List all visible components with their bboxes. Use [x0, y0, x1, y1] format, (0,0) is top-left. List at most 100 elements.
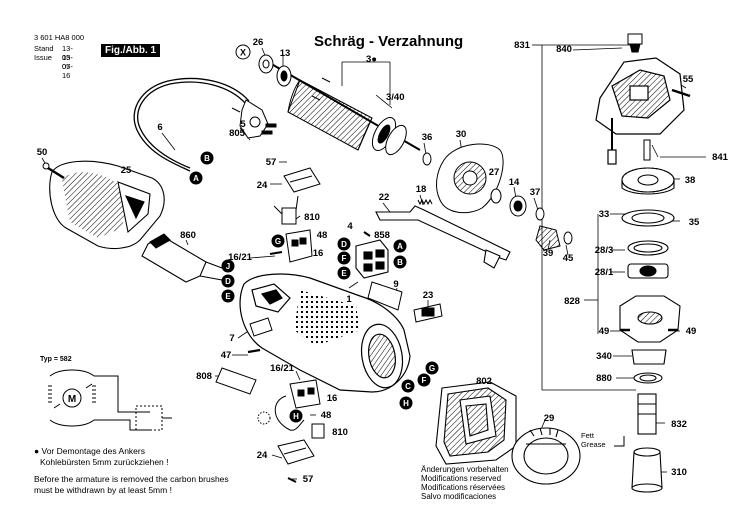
issue-date: 13-05-16: [62, 53, 73, 80]
marker-b: B: [393, 255, 407, 269]
marker-letter: F: [342, 254, 347, 263]
marker-letter: A: [397, 242, 403, 251]
field-coil-802: [435, 381, 517, 465]
grease-note-de: Fett: [581, 431, 594, 440]
marker-letter: H: [403, 399, 409, 408]
part-label-810b: 810: [332, 427, 348, 438]
part-label-4: 4: [347, 221, 353, 232]
part-label-33: 33: [599, 209, 610, 220]
guard-clamp-29: [511, 427, 581, 485]
marker-g: G: [271, 234, 285, 248]
marker-d: D: [221, 274, 235, 288]
spindle-832: [637, 393, 657, 435]
pinion-39: [535, 225, 561, 251]
marker-circle: [399, 396, 413, 410]
part-label-880: 880: [596, 373, 612, 384]
flange-33: [621, 209, 675, 227]
part-label-858: 858: [374, 230, 390, 241]
note-line: must be withdrawn by at least 5mm !: [34, 485, 172, 495]
part-label-340: 340: [596, 351, 612, 362]
grease-symbol: [614, 436, 625, 447]
ring-340: [631, 349, 667, 365]
motor-housing: [239, 273, 411, 393]
change-line: Salvo modificaciones: [421, 492, 497, 501]
marker-letter: G: [275, 237, 281, 246]
part-label-57b: 57: [303, 474, 314, 485]
marker-letter: C: [405, 382, 411, 391]
spring-18: [417, 198, 433, 206]
bearing-13: [276, 65, 292, 87]
bearing-27: [490, 188, 502, 204]
marker-circle: [221, 274, 235, 288]
screw-50: [42, 162, 65, 180]
part-label-16_21b: 16/21: [270, 363, 294, 374]
part-label-55: 55: [683, 74, 694, 85]
bearing-flange-828: [619, 295, 681, 343]
part-label-16b: 16: [327, 393, 338, 404]
brush-holder-lower: [274, 379, 325, 483]
stand-label: Stand: [34, 44, 54, 53]
grease-note-en: Grease: [581, 440, 606, 449]
cover-strip-9: [367, 281, 403, 311]
part-label-14: 14: [509, 177, 520, 188]
marker-circle: [289, 409, 303, 423]
header-part-number: 3 601 HA8 000: [34, 33, 85, 42]
marker-circle: [200, 151, 214, 165]
marker-letter: B: [397, 258, 403, 267]
part-label-840: 840: [556, 44, 572, 55]
marker-circle: [393, 239, 407, 253]
marker-f: F: [417, 373, 431, 387]
electronic-module-860: [141, 233, 223, 283]
header-stand: Stand 13-05-07: [34, 44, 73, 71]
callout-x: X: [235, 44, 251, 60]
marker-circle: [401, 379, 415, 393]
part-label-13: 13: [280, 48, 291, 59]
grease-note: Fett Grease: [581, 431, 606, 449]
stand-date: 13-05-07: [62, 44, 73, 71]
part-label-5: 5: [240, 119, 246, 130]
marker-letter: J: [226, 262, 230, 271]
part-label-3_40: 3/40: [386, 92, 405, 103]
marker-letter: E: [341, 269, 347, 278]
screw-55: [671, 88, 691, 98]
marker-a: A: [393, 239, 407, 253]
marker-circle: [221, 259, 235, 273]
part-label-49b: 49: [686, 326, 697, 337]
part-label-48b: 48: [321, 410, 332, 421]
marker-letter: A: [193, 174, 199, 183]
marker-b: B: [200, 151, 214, 165]
screw-47: [247, 348, 261, 354]
switch-4: [355, 239, 389, 279]
marker-d: D: [337, 237, 351, 251]
wiring-inset: [48, 369, 172, 431]
part-label-828: 828: [564, 296, 580, 307]
part-label-841: 841: [712, 152, 729, 163]
part-label-50: 50: [37, 147, 48, 158]
marker-letter: D: [341, 240, 347, 249]
change-line: Änderungen vorbehalten: [421, 465, 509, 474]
part-label-30: 30: [456, 129, 467, 140]
washer-37: [535, 207, 545, 221]
marker-h: H: [399, 396, 413, 410]
part-label-49a: 49: [599, 326, 610, 337]
part-label-48a: 48: [317, 230, 328, 241]
power-cable: [133, 77, 250, 172]
rear-cover: [49, 160, 165, 250]
motor-symbol: M: [68, 394, 76, 405]
marker-circle: [417, 373, 431, 387]
marker-letter: G: [429, 364, 435, 373]
ring-880: [633, 372, 663, 384]
part-label-25: 25: [121, 165, 132, 176]
part-label-9: 9: [393, 279, 398, 290]
marker-letter: F: [422, 376, 427, 385]
bearing-14: [509, 195, 527, 217]
washer-36: [422, 152, 432, 166]
part-label-28_1: 28/1: [595, 267, 614, 278]
part-label-808: 808: [196, 371, 212, 382]
flange-310: [631, 447, 663, 493]
part-label-23: 23: [423, 290, 434, 301]
callout-x-letter: X: [240, 48, 246, 58]
callout-x2: [257, 411, 271, 425]
